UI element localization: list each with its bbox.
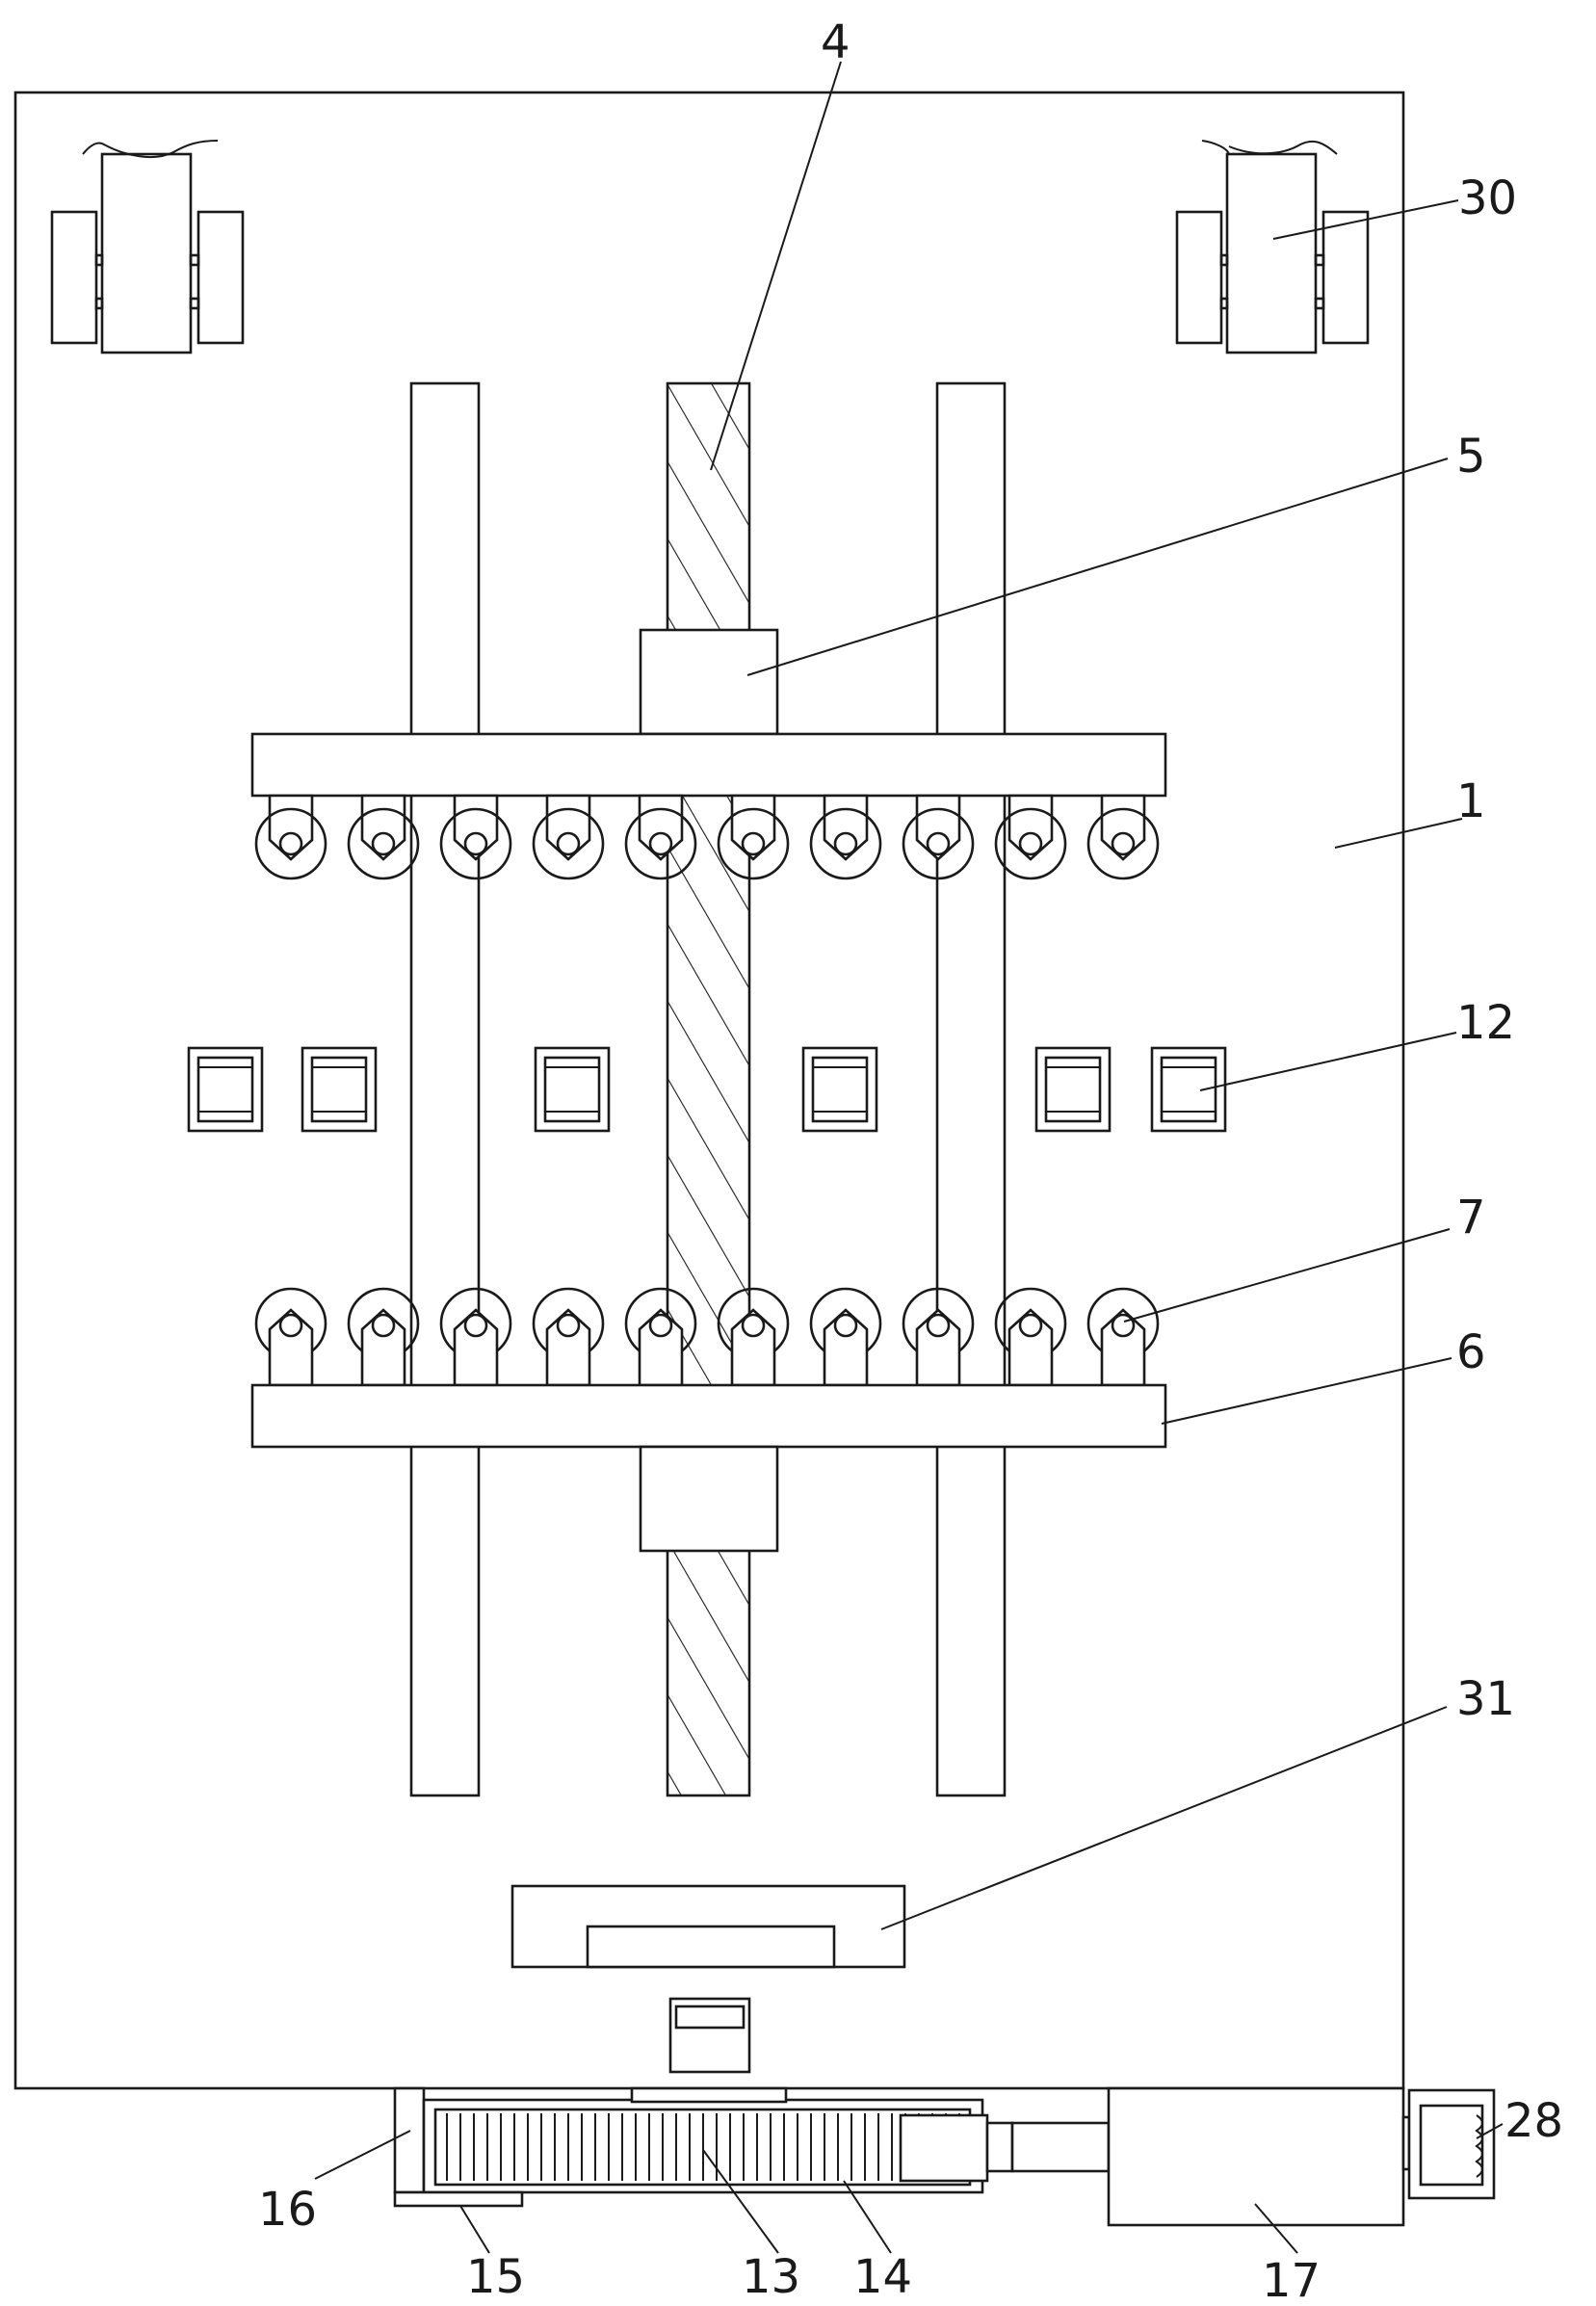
label-30: 30 [1458, 171, 1517, 225]
label-5: 5 [1456, 430, 1486, 484]
upper-roller [439, 794, 512, 880]
sensor [301, 1046, 378, 1133]
label-4: 4 [821, 15, 850, 69]
upper-roller [624, 794, 697, 880]
label-7: 7 [1456, 1191, 1486, 1245]
leader-lines [314, 61, 1504, 2254]
upper-roller [809, 794, 882, 880]
right-guide-rod [935, 381, 1007, 1797]
upper-roller [347, 794, 420, 880]
sensor [1034, 1046, 1112, 1133]
label-28: 28 [1504, 2094, 1563, 2148]
lower-roller [532, 1287, 605, 1387]
label-31: 31 [1456, 1672, 1515, 1726]
top-left-clamp [50, 140, 245, 354]
upper-roller [254, 794, 327, 880]
upper-plate [250, 732, 1167, 798]
label-13: 13 [742, 2250, 800, 2304]
upper-roller [717, 794, 790, 880]
sensor [1150, 1046, 1227, 1133]
upper-roller [994, 794, 1067, 880]
label-16: 16 [258, 2183, 317, 2237]
upper-slider-block [639, 628, 779, 736]
label-14: 14 [853, 2250, 912, 2304]
sensor-row [187, 1046, 1227, 1133]
upper-roller [532, 794, 605, 880]
label-15: 15 [466, 2250, 525, 2304]
sensor [801, 1046, 878, 1133]
lower-roller [624, 1287, 697, 1387]
sensor [534, 1046, 611, 1133]
label-1: 1 [1456, 774, 1486, 828]
top-right-clamp [1175, 140, 1370, 354]
lower-slider-block [639, 1445, 779, 1553]
label-6: 6 [1456, 1325, 1486, 1379]
control-box [668, 1997, 751, 2074]
sensor [187, 1046, 264, 1133]
lower-plate [250, 1383, 1167, 1449]
upper-roller-row [254, 794, 1160, 880]
left-guide-rod [409, 381, 481, 1797]
label-12: 12 [1456, 996, 1515, 1050]
bracket-31 [510, 1884, 906, 1969]
lead-screw [666, 381, 751, 1797]
lower-roller [347, 1287, 420, 1387]
reference-labels: 4 30 5 1 12 7 6 31 28 16 15 13 14 17 [258, 15, 1563, 2306]
lower-roller [809, 1287, 882, 1387]
lower-roller [902, 1287, 975, 1387]
label-17: 17 [1262, 2254, 1321, 2306]
bottom-drive-assembly [393, 2086, 1496, 2227]
upper-roller [1086, 794, 1160, 880]
upper-roller [902, 794, 975, 880]
